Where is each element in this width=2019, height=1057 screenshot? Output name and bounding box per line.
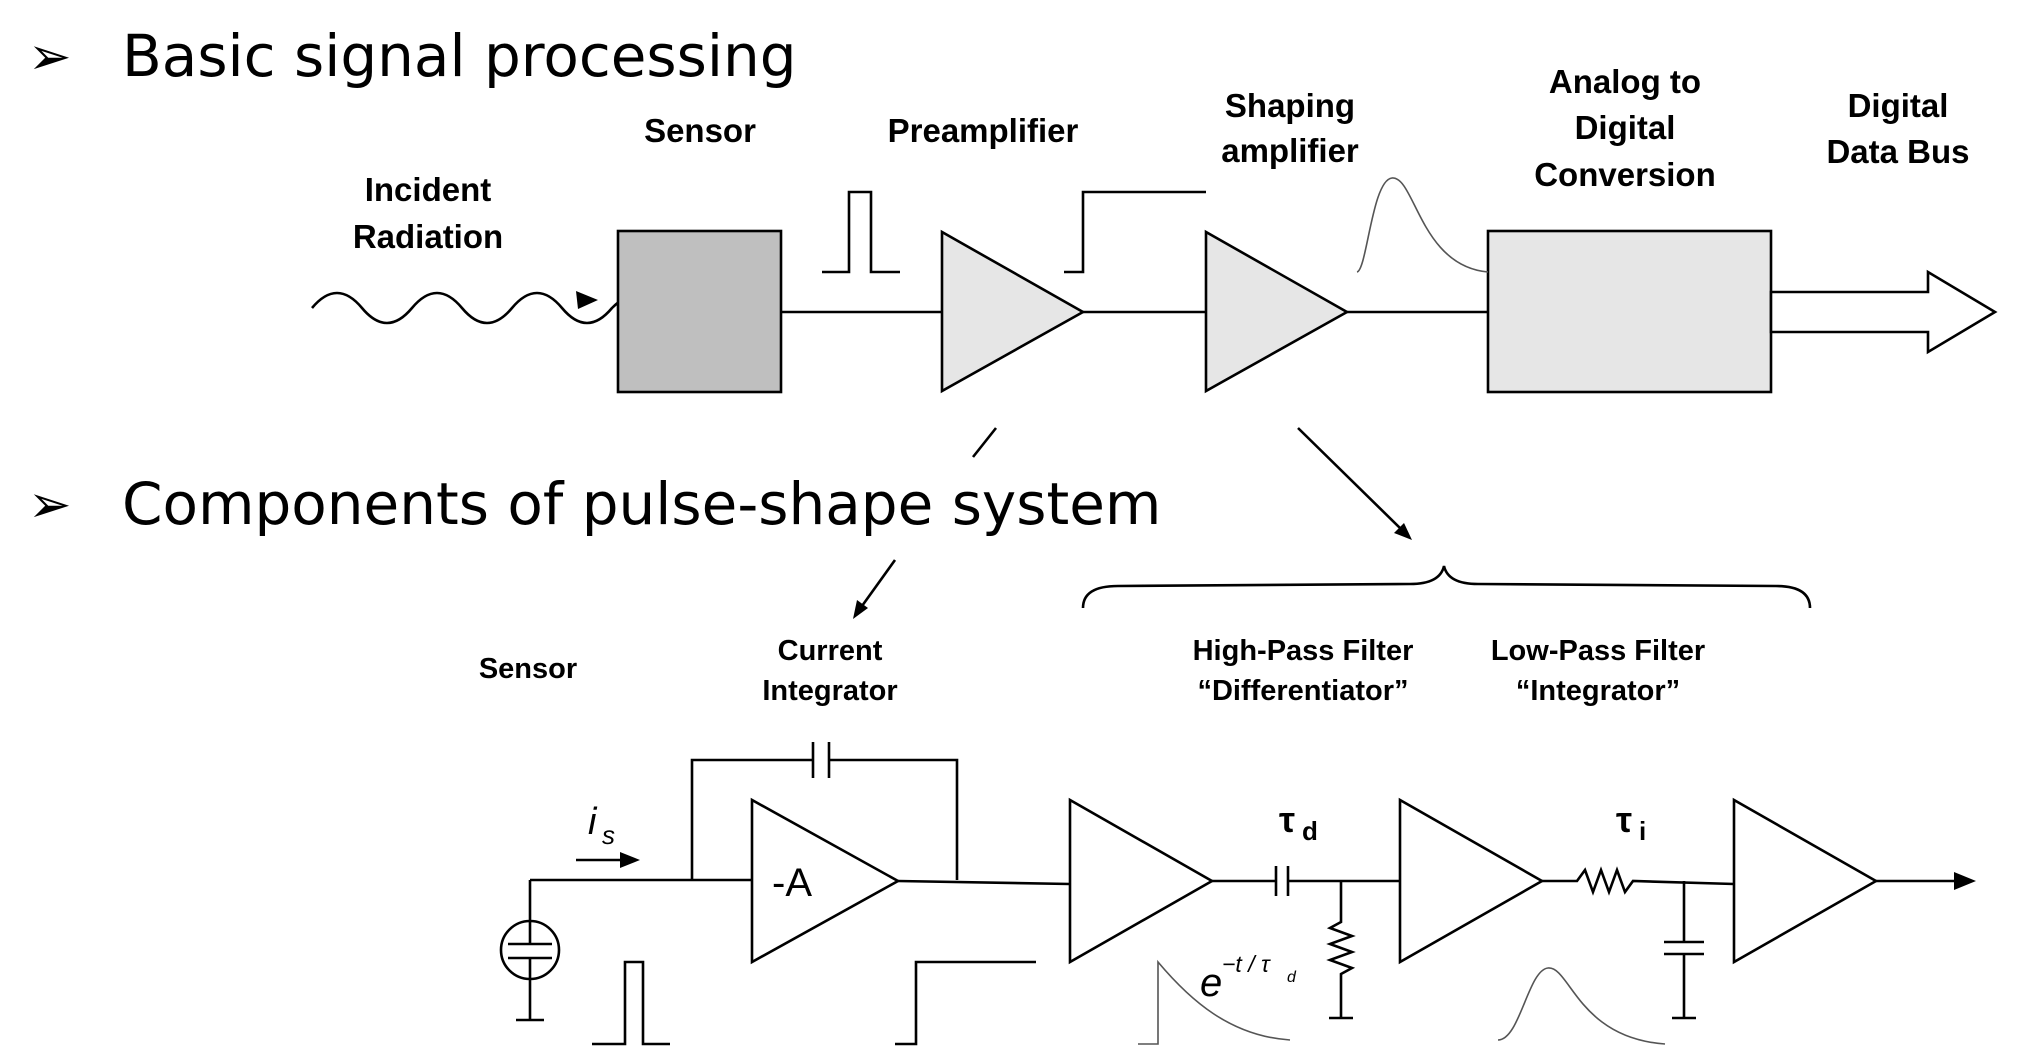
integrator-output-step: [895, 960, 1036, 1046]
current-symbol: i: [588, 801, 598, 843]
label-shaping-amplifier-2: amplifier: [1221, 132, 1359, 169]
feedback-capacitor: [690, 742, 959, 880]
label-incident-radiation-2: Radiation: [353, 218, 503, 255]
label-sensor-top: Sensor: [644, 112, 756, 149]
label-low-pass-filter-1: Low-Pass Filter: [1491, 635, 1705, 667]
amplifier-gain-label: -A: [772, 861, 812, 905]
tau-i-symbol: τ: [1616, 799, 1632, 840]
shaper-output-pulse: [1356, 177, 1489, 273]
label-digital-data-bus-1: Digital: [1848, 87, 1949, 124]
connector-shaper-arrow: [1297, 427, 1412, 540]
label-shaping-amplifier-1: Shaping: [1225, 87, 1355, 124]
digital-data-bus-arrow: [1769, 269, 1998, 355]
shaping-amplifier-triangle: [1204, 229, 1350, 394]
tau-d-subscript: d: [1302, 816, 1318, 846]
integrator-capacitor: [1664, 881, 1704, 1020]
bullet-marker-basic: ➢: [28, 28, 72, 86]
label-current-integrator-1: Current: [778, 635, 883, 667]
label-high-pass-filter-1: High-Pass Filter: [1193, 635, 1414, 667]
output-arrow: [1876, 872, 1976, 890]
incident-radiation-wave: [311, 291, 649, 325]
sensor-current-pulse: [592, 960, 670, 1046]
label-incident-radiation-1: Incident: [365, 171, 492, 208]
bullet-marker-components: ➢: [28, 476, 72, 534]
tau-i-subscript: i: [1639, 816, 1646, 846]
label-adc-1: Analog to: [1549, 63, 1701, 100]
label-preamplifier: Preamplifier: [888, 112, 1079, 149]
preamp-input-pulse: [822, 190, 900, 274]
integrator-amplifier-triangle: [750, 797, 901, 965]
preamplifier-triangle: [940, 229, 1086, 394]
preamp-output-step: [1064, 190, 1206, 274]
exp-power: −t / τ: [1222, 951, 1271, 977]
lowpass-amplifier-triangle: [1398, 797, 1545, 965]
label-adc-2: Digital: [1575, 109, 1676, 146]
heading-components-pulse-shape: Components of pulse-shape system: [122, 470, 1161, 538]
integrator-resistor: [1542, 866, 1735, 896]
label-sensor-bottom: Sensor: [479, 653, 577, 685]
differentiator-output-pulse: [1138, 959, 1291, 1045]
heading-basic-signal-processing: Basic signal processing: [122, 22, 797, 90]
lowpass-output-pulse: [1497, 967, 1666, 1045]
current-direction-arrow: [576, 852, 640, 868]
connector-preamp-arrow: [853, 559, 897, 619]
differentiator-resistor: [1326, 881, 1356, 1020]
label-high-pass-filter-2: “Differentiator”: [1197, 675, 1408, 707]
label-low-pass-filter-2: “Integrator”: [1516, 675, 1680, 707]
current-subscript: s: [602, 820, 615, 850]
connector-preamp-top: [971, 427, 998, 458]
label-digital-data-bus-2: Data Bus: [1826, 133, 1969, 170]
output-amplifier-triangle: [1732, 797, 1879, 965]
label-adc-3: Conversion: [1534, 156, 1716, 193]
sensor-block: [616, 229, 783, 394]
wire-integrator-hp: [897, 879, 1071, 886]
label-current-integrator-2: Integrator: [762, 675, 897, 707]
sensor-source-symbol: [499, 880, 561, 1022]
differentiator-capacitor: [1212, 866, 1400, 896]
tau-d-symbol: τ: [1279, 799, 1295, 840]
shaping-brace: [1081, 565, 1812, 609]
highpass-buffer-triangle: [1068, 797, 1215, 965]
adc-block: [1486, 229, 1773, 394]
exp-power-subscript: d: [1287, 969, 1297, 986]
exp-base: e: [1200, 961, 1222, 1005]
